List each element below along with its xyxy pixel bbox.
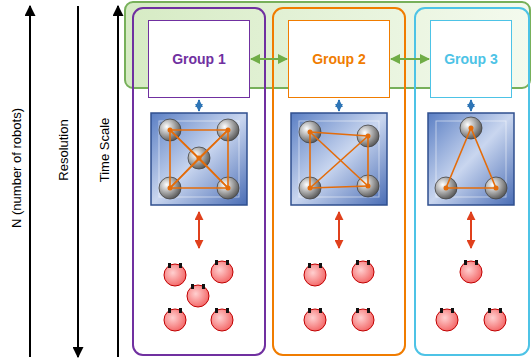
group-title: Group 1	[172, 51, 226, 67]
scale-arrow	[77, 6, 79, 357]
robot-swarm	[436, 260, 506, 331]
network-panel	[428, 113, 514, 205]
group-title: Group 2	[312, 51, 366, 67]
group-column	[133, 8, 265, 355]
network-panel	[151, 113, 247, 205]
robot-network	[159, 119, 239, 199]
network-panel	[291, 113, 387, 205]
link-arrow	[338, 100, 340, 111]
group-box: Group 1	[148, 20, 250, 98]
scale-arrow	[29, 6, 31, 357]
scale-arrow	[117, 6, 119, 357]
group-box: Group 2	[288, 20, 390, 98]
group-link	[391, 58, 429, 60]
link-arrow	[338, 212, 340, 248]
group-box: Group 3	[430, 20, 512, 98]
robot-network	[299, 121, 379, 199]
link-arrow	[470, 212, 472, 248]
axis-label: N (number of robots)	[9, 108, 24, 228]
link-arrow	[198, 212, 200, 248]
robot-swarm	[164, 260, 233, 331]
axis-label: Resolution	[56, 119, 71, 180]
group-column	[273, 8, 405, 355]
robot-network	[435, 117, 507, 199]
group-title: Group 3	[444, 51, 498, 67]
axis-label: Time Scale	[97, 118, 112, 183]
group-column	[415, 8, 529, 355]
link-arrow	[198, 100, 200, 111]
link-arrow	[470, 100, 472, 111]
group-link	[251, 58, 287, 60]
robot-swarm	[304, 260, 374, 331]
